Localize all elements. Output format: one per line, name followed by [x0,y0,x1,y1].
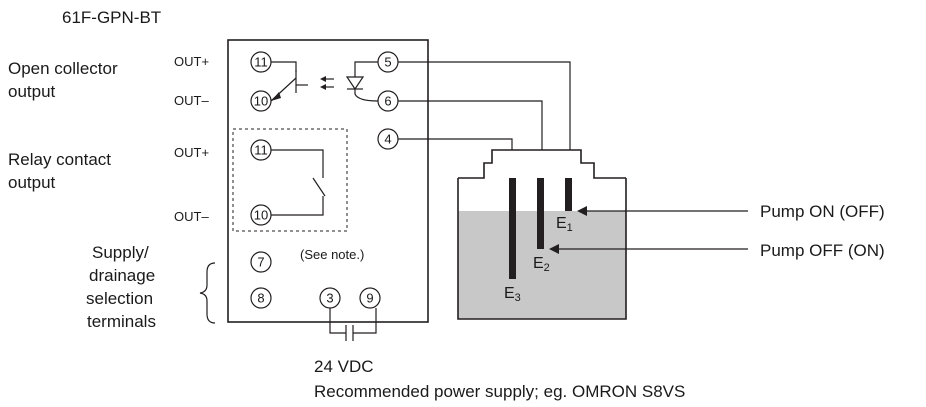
led-icon [345,61,379,102]
terminal-9: 9 [359,287,381,309]
wire-terminal-4 [398,138,513,150]
terminal-7: 7 [250,251,272,273]
wire-terminal-5 [398,61,571,150]
wire-terminal-6 [398,100,543,150]
svg-text:3: 3 [326,291,333,306]
terminal-3: 3 [319,287,341,309]
pump-on-arrow-icon [577,206,748,216]
svg-text:10: 10 [254,208,268,223]
electrode-label-e2: E2 [533,255,550,274]
supply-label-2: drainage [89,266,155,285]
controller-box [227,39,429,323]
out-plus-label-2: OUT+ [174,145,209,160]
pump-off-label: Pump OFF (ON) [760,241,885,260]
svg-text:6: 6 [384,94,391,109]
terminal-10-relay: 10 [250,204,272,226]
svg-text:11: 11 [254,143,268,158]
electrode-e3 [509,178,516,279]
svg-text:9: 9 [366,291,373,306]
svg-text:8: 8 [257,291,264,306]
terminal-5: 5 [377,51,399,73]
electrode-label-e1: E1 [556,215,573,234]
see-note-label: (See note.) [300,247,364,262]
svg-text:11: 11 [254,55,268,70]
out-plus-label-1: OUT+ [174,54,209,69]
brace-icon [199,262,216,324]
out-minus-label-1: OUT– [174,93,209,108]
terminal-4: 4 [377,128,399,150]
power-supply-icon [329,308,377,341]
svg-text:4: 4 [384,132,391,147]
relay-section-box [232,128,348,232]
pump-on-label: Pump ON (OFF) [760,202,885,221]
svg-text:10: 10 [254,94,268,109]
pump-off-arrow-icon [549,244,748,254]
phototransistor-icon [270,61,308,102]
electrode-label-e3: E3 [504,285,521,304]
supply-label-3: selection [86,289,153,308]
supply-label-1: Supply/ [92,243,149,262]
terminal-10-top: 10 [250,90,272,112]
supply-label-4: terminals [87,312,156,331]
open-collector-label-2: output [8,82,56,101]
power-recommend-label: Recommended power supply; eg. OMRON S8VS [314,382,685,401]
light-arrows-icon [320,76,334,90]
terminal-8: 8 [250,287,272,309]
terminal-11-relay: 11 [250,139,272,161]
electrode-e2 [537,178,544,249]
relay-output-label-1: Relay contact [8,150,111,169]
relay-contact-icon [271,149,326,216]
svg-text:5: 5 [384,55,391,70]
out-minus-label-2: OUT– [174,209,209,224]
electrode-e1 [565,178,572,211]
terminal-11-top: 11 [250,51,272,73]
model-title: 61F-GPN-BT [62,8,161,27]
terminal-6: 6 [377,90,399,112]
svg-text:7: 7 [257,255,264,270]
relay-output-label-2: output [8,173,56,192]
open-collector-label-1: Open collector [8,59,118,78]
power-voltage-label: 24 VDC [314,357,374,376]
